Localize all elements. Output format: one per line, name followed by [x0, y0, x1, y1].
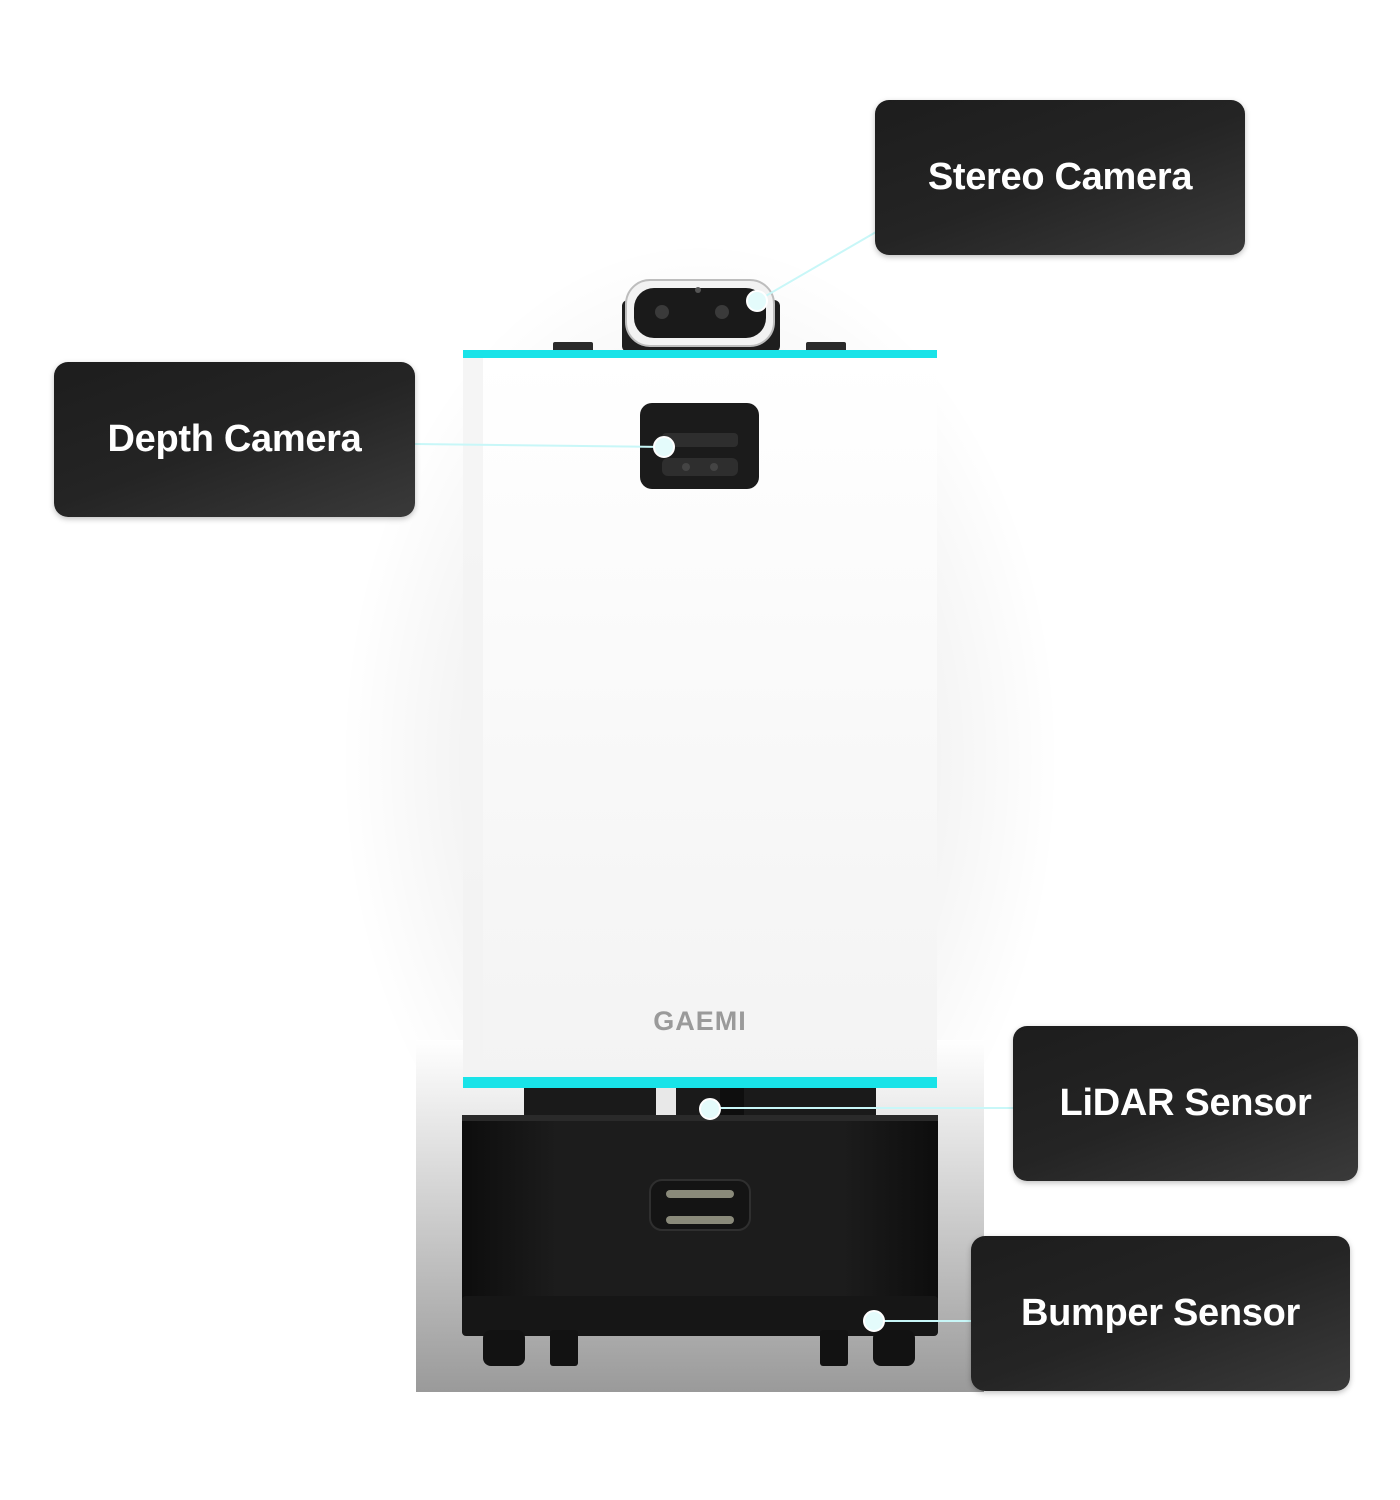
lidar-cavity: [524, 1088, 876, 1120]
depth-camera-leader: [414, 443, 665, 448]
stereo-camera-callout: Stereo Camera: [875, 100, 1245, 255]
depth-camera-window-top: [662, 433, 738, 447]
stereo-camera-marker: [746, 290, 768, 312]
top-accent-strip: [463, 350, 937, 358]
lidar-sensor-label: LiDAR Sensor: [1059, 1082, 1312, 1124]
wheel-left: [483, 1330, 525, 1366]
gaemi-logo: GAEMI: [653, 1006, 747, 1036]
stereo-camera-face: [634, 288, 766, 338]
bumper-sensor-callout: Bumper Sensor: [971, 1236, 1350, 1391]
stereo-sensor-dot: [695, 287, 701, 293]
depth-camera-marker: [653, 436, 675, 458]
wheel-right: [873, 1330, 915, 1366]
bottom-accent-strip: [463, 1077, 937, 1088]
depth-camera-window-bottom: [662, 458, 738, 476]
stereo-lens-left: [655, 305, 669, 319]
lidar-sensor-marker: [699, 1098, 721, 1120]
bumper-sensor-marker: [863, 1310, 885, 1332]
bumper-strip: [462, 1296, 938, 1336]
caster-right: [820, 1330, 848, 1366]
bumper-sensor-label: Bumper Sensor: [1020, 1292, 1301, 1334]
depth-camera-callout: Depth Camera: [54, 362, 415, 517]
stereo-lens-right: [715, 305, 729, 319]
stereo-camera-leader: [756, 231, 877, 302]
depth-camera-label: Depth Camera: [107, 418, 362, 460]
lidar-sensor-callout: LiDAR Sensor: [1013, 1026, 1358, 1181]
stereo-camera-label: Stereo Camera: [927, 156, 1193, 198]
caster-left: [550, 1330, 578, 1366]
